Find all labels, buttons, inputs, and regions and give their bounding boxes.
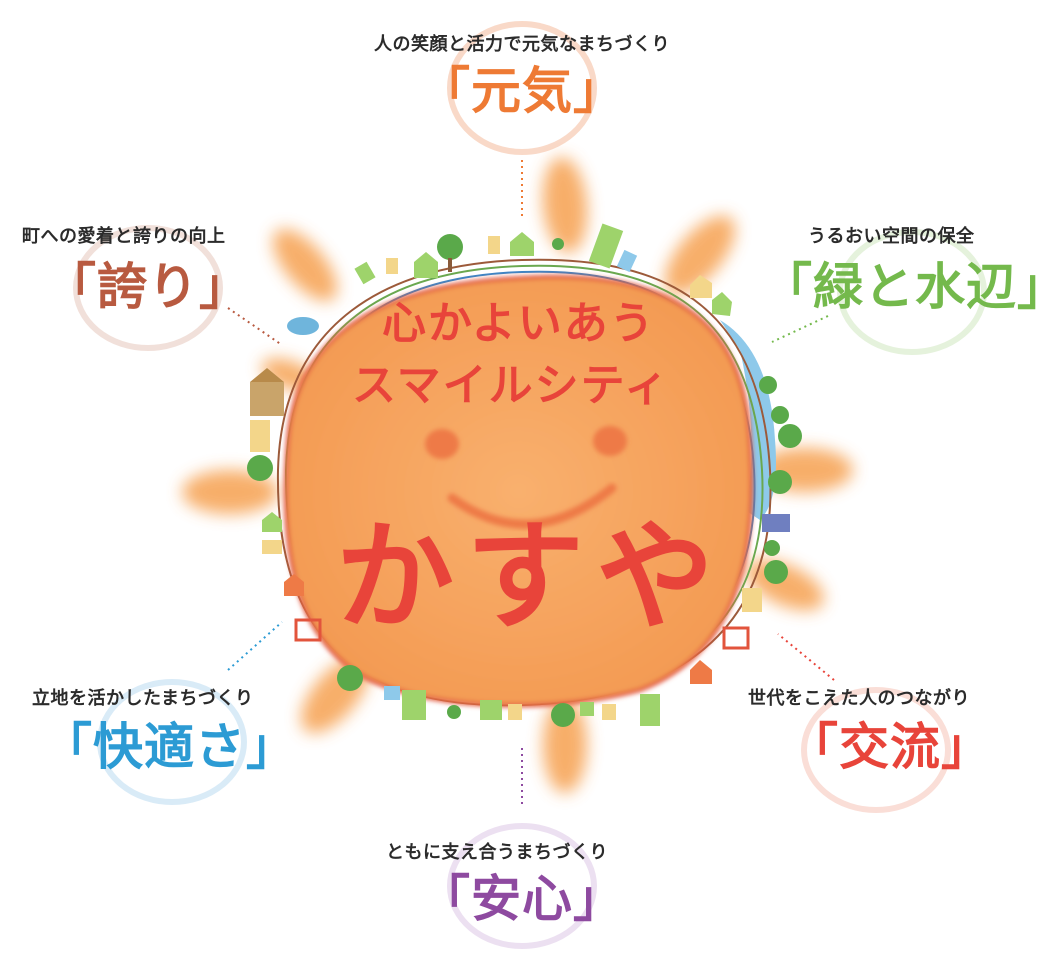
midori-circle xyxy=(837,229,987,355)
hokori-title: 「誇り」 xyxy=(46,258,250,316)
hokori-subtitle: 町への愛着と誇りの向上 xyxy=(22,226,226,247)
kaiteki-subtitle: 立地を活かしたまちづくり xyxy=(32,688,254,709)
kaiteki-circle xyxy=(97,679,247,805)
koryu-subtitle: 世代をこえた人のつながり xyxy=(748,688,970,709)
genki-circle xyxy=(447,21,597,155)
genki-subtitle: 人の笑顔と活力で元気なまちづくり xyxy=(374,34,670,55)
hokori-circle xyxy=(73,225,223,351)
town-name: かすや xyxy=(336,508,727,646)
koryu-circle xyxy=(801,687,951,813)
anshin-subtitle: ともに支え合うまちづくり xyxy=(386,842,608,863)
town-decorations xyxy=(247,223,802,727)
koryu-title: 「交流」 xyxy=(788,718,992,776)
hokori-connector xyxy=(227,307,283,346)
koryu-connector xyxy=(777,633,835,681)
midori-title: 「緑と水辺」 xyxy=(762,258,1048,316)
kaiteki-connector xyxy=(227,621,283,671)
sun-smile xyxy=(447,483,617,529)
sun-eye-right xyxy=(593,426,627,456)
connector-lines xyxy=(227,160,835,806)
anshin-circle xyxy=(447,823,597,949)
genki-title: 「元気」 xyxy=(420,62,624,120)
slogan-line2: スマイルシティ xyxy=(352,360,671,411)
sun-rays xyxy=(182,157,853,793)
pond xyxy=(287,317,319,335)
theme-circles xyxy=(73,21,987,949)
sun-eye-left xyxy=(425,429,459,459)
midori-subtitle: うるおい空間の保全 xyxy=(808,226,975,247)
kaiteki-title: 「快適さ」 xyxy=(42,718,297,776)
slogan-line1: 心かよいあう xyxy=(382,298,656,349)
midori-connector xyxy=(771,315,829,343)
anshin-title: 「安心」 xyxy=(420,870,624,928)
